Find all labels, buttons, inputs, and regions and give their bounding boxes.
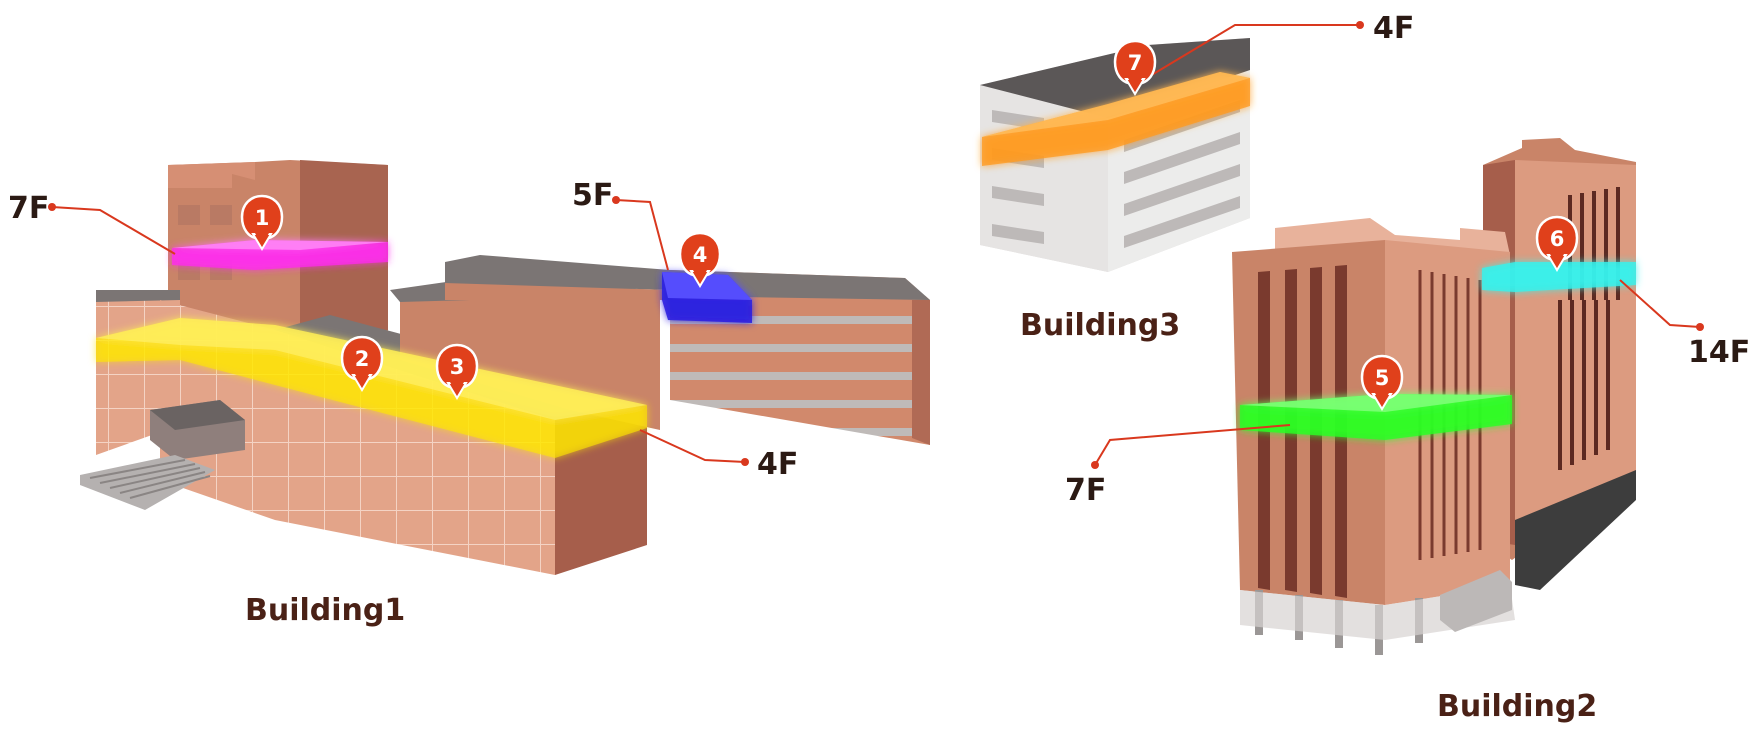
floor-label-7f-building1: 7F: [8, 191, 49, 226]
building3: 7 4F Building3: [980, 11, 1414, 343]
highlight-7f-magenta: [172, 240, 388, 270]
highlight-4f-orange: [982, 72, 1250, 166]
marker-pin-1[interactable]: 1: [240, 194, 284, 251]
marker-pin-7[interactable]: 7: [1113, 39, 1157, 96]
marker-pin-5[interactable]: 5: [1360, 354, 1404, 411]
building1-leader-lines: [51, 199, 746, 463]
marker-number: 6: [1550, 227, 1565, 251]
floor-label-14f-building2: 14F: [1688, 335, 1749, 370]
marker-pin-3[interactable]: 3: [435, 343, 479, 400]
marker-number: 7: [1128, 51, 1143, 75]
marker-pin-6[interactable]: 6: [1535, 215, 1579, 272]
building1-label: Building1: [245, 593, 405, 628]
marker-number: 2: [355, 347, 370, 371]
marker-number: 3: [450, 355, 465, 379]
highlight-7f-green: [1240, 394, 1512, 440]
marker-number: 1: [255, 206, 270, 230]
building2-label: Building2: [1437, 689, 1597, 724]
building3-leader-line: [1139, 24, 1360, 83]
floor-label-5f-building1: 5F: [572, 178, 613, 213]
marker-pin-2[interactable]: 2: [340, 335, 384, 392]
highlight-14f-cyan: [1482, 262, 1636, 292]
building3-label: Building3: [1020, 308, 1180, 343]
highlight-5f-blue: [662, 272, 752, 323]
building2: 5 6 7F 14F Building2: [1065, 138, 1749, 724]
marker-pin-4[interactable]: 4: [678, 231, 722, 288]
floor-label-4f-building3: 4F: [1373, 11, 1414, 46]
marker-number: 4: [693, 243, 708, 267]
marker-number: 5: [1375, 366, 1390, 390]
floor-label-7f-building2: 7F: [1065, 473, 1106, 508]
building1: 1 2 3 4 7F 4F 5F Building1: [8, 160, 930, 628]
building2-leader-lines: [1094, 279, 1701, 466]
floor-label-4f-building1: 4F: [757, 447, 798, 482]
